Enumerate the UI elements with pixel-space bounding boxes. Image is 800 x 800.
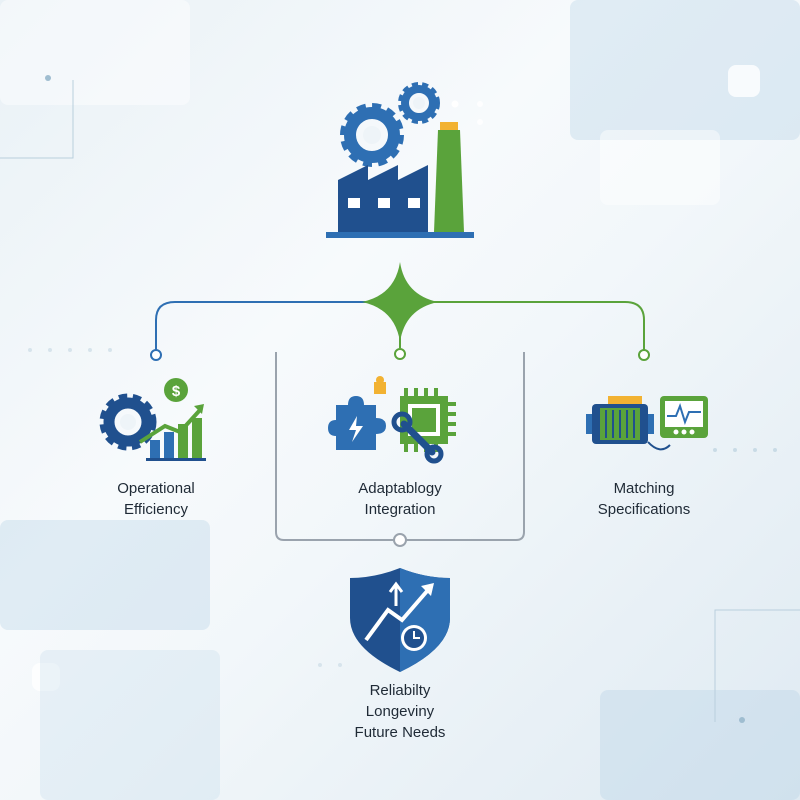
background-panel [570, 0, 800, 140]
label-line: Longeviny [365, 703, 435, 720]
connector-right [400, 301, 645, 350]
background-square [728, 65, 760, 97]
label-line: Specifications [597, 501, 691, 518]
label-line: Matching [613, 480, 675, 497]
node-label-operational-efficiency: Operational Efficiency [56, 478, 256, 520]
connector-node-left [150, 349, 162, 361]
svg-text:$: $ [172, 383, 181, 400]
node-label-reliability: Reliabilty Longeviny Future Needs [300, 680, 500, 743]
gear-growth-dollar-icon: $ [99, 378, 206, 461]
background-panel [600, 690, 800, 800]
connector-node-right [638, 349, 650, 361]
hub-star-icon [362, 262, 438, 342]
label-line: Integration [364, 501, 436, 518]
label-line: Reliabilty [369, 682, 431, 699]
label-line: Adaptablogy [358, 480, 442, 497]
connector-node-center [394, 348, 406, 360]
background-panel [40, 650, 220, 800]
factory-gears-icon [326, 82, 483, 238]
motor-monitor-icon [586, 396, 708, 451]
node-label-matching-specifications: Matching Specifications [544, 478, 744, 520]
node-label-adaptability-integration: Adaptablogy Integration [300, 478, 500, 520]
shield-growth-clock-icon [350, 568, 450, 672]
label-line: Efficiency [124, 501, 188, 518]
label-line: Operational [117, 480, 195, 497]
decorative-lines [0, 75, 800, 723]
label-line: Future Needs [354, 724, 446, 741]
background-panel [0, 0, 190, 105]
connector-node-bottom [393, 533, 407, 547]
background-panel [600, 130, 720, 205]
background-square [32, 663, 60, 691]
puzzle-chip-wrench-icon [328, 376, 456, 464]
connector-left [155, 301, 400, 350]
background-panel [0, 520, 210, 630]
